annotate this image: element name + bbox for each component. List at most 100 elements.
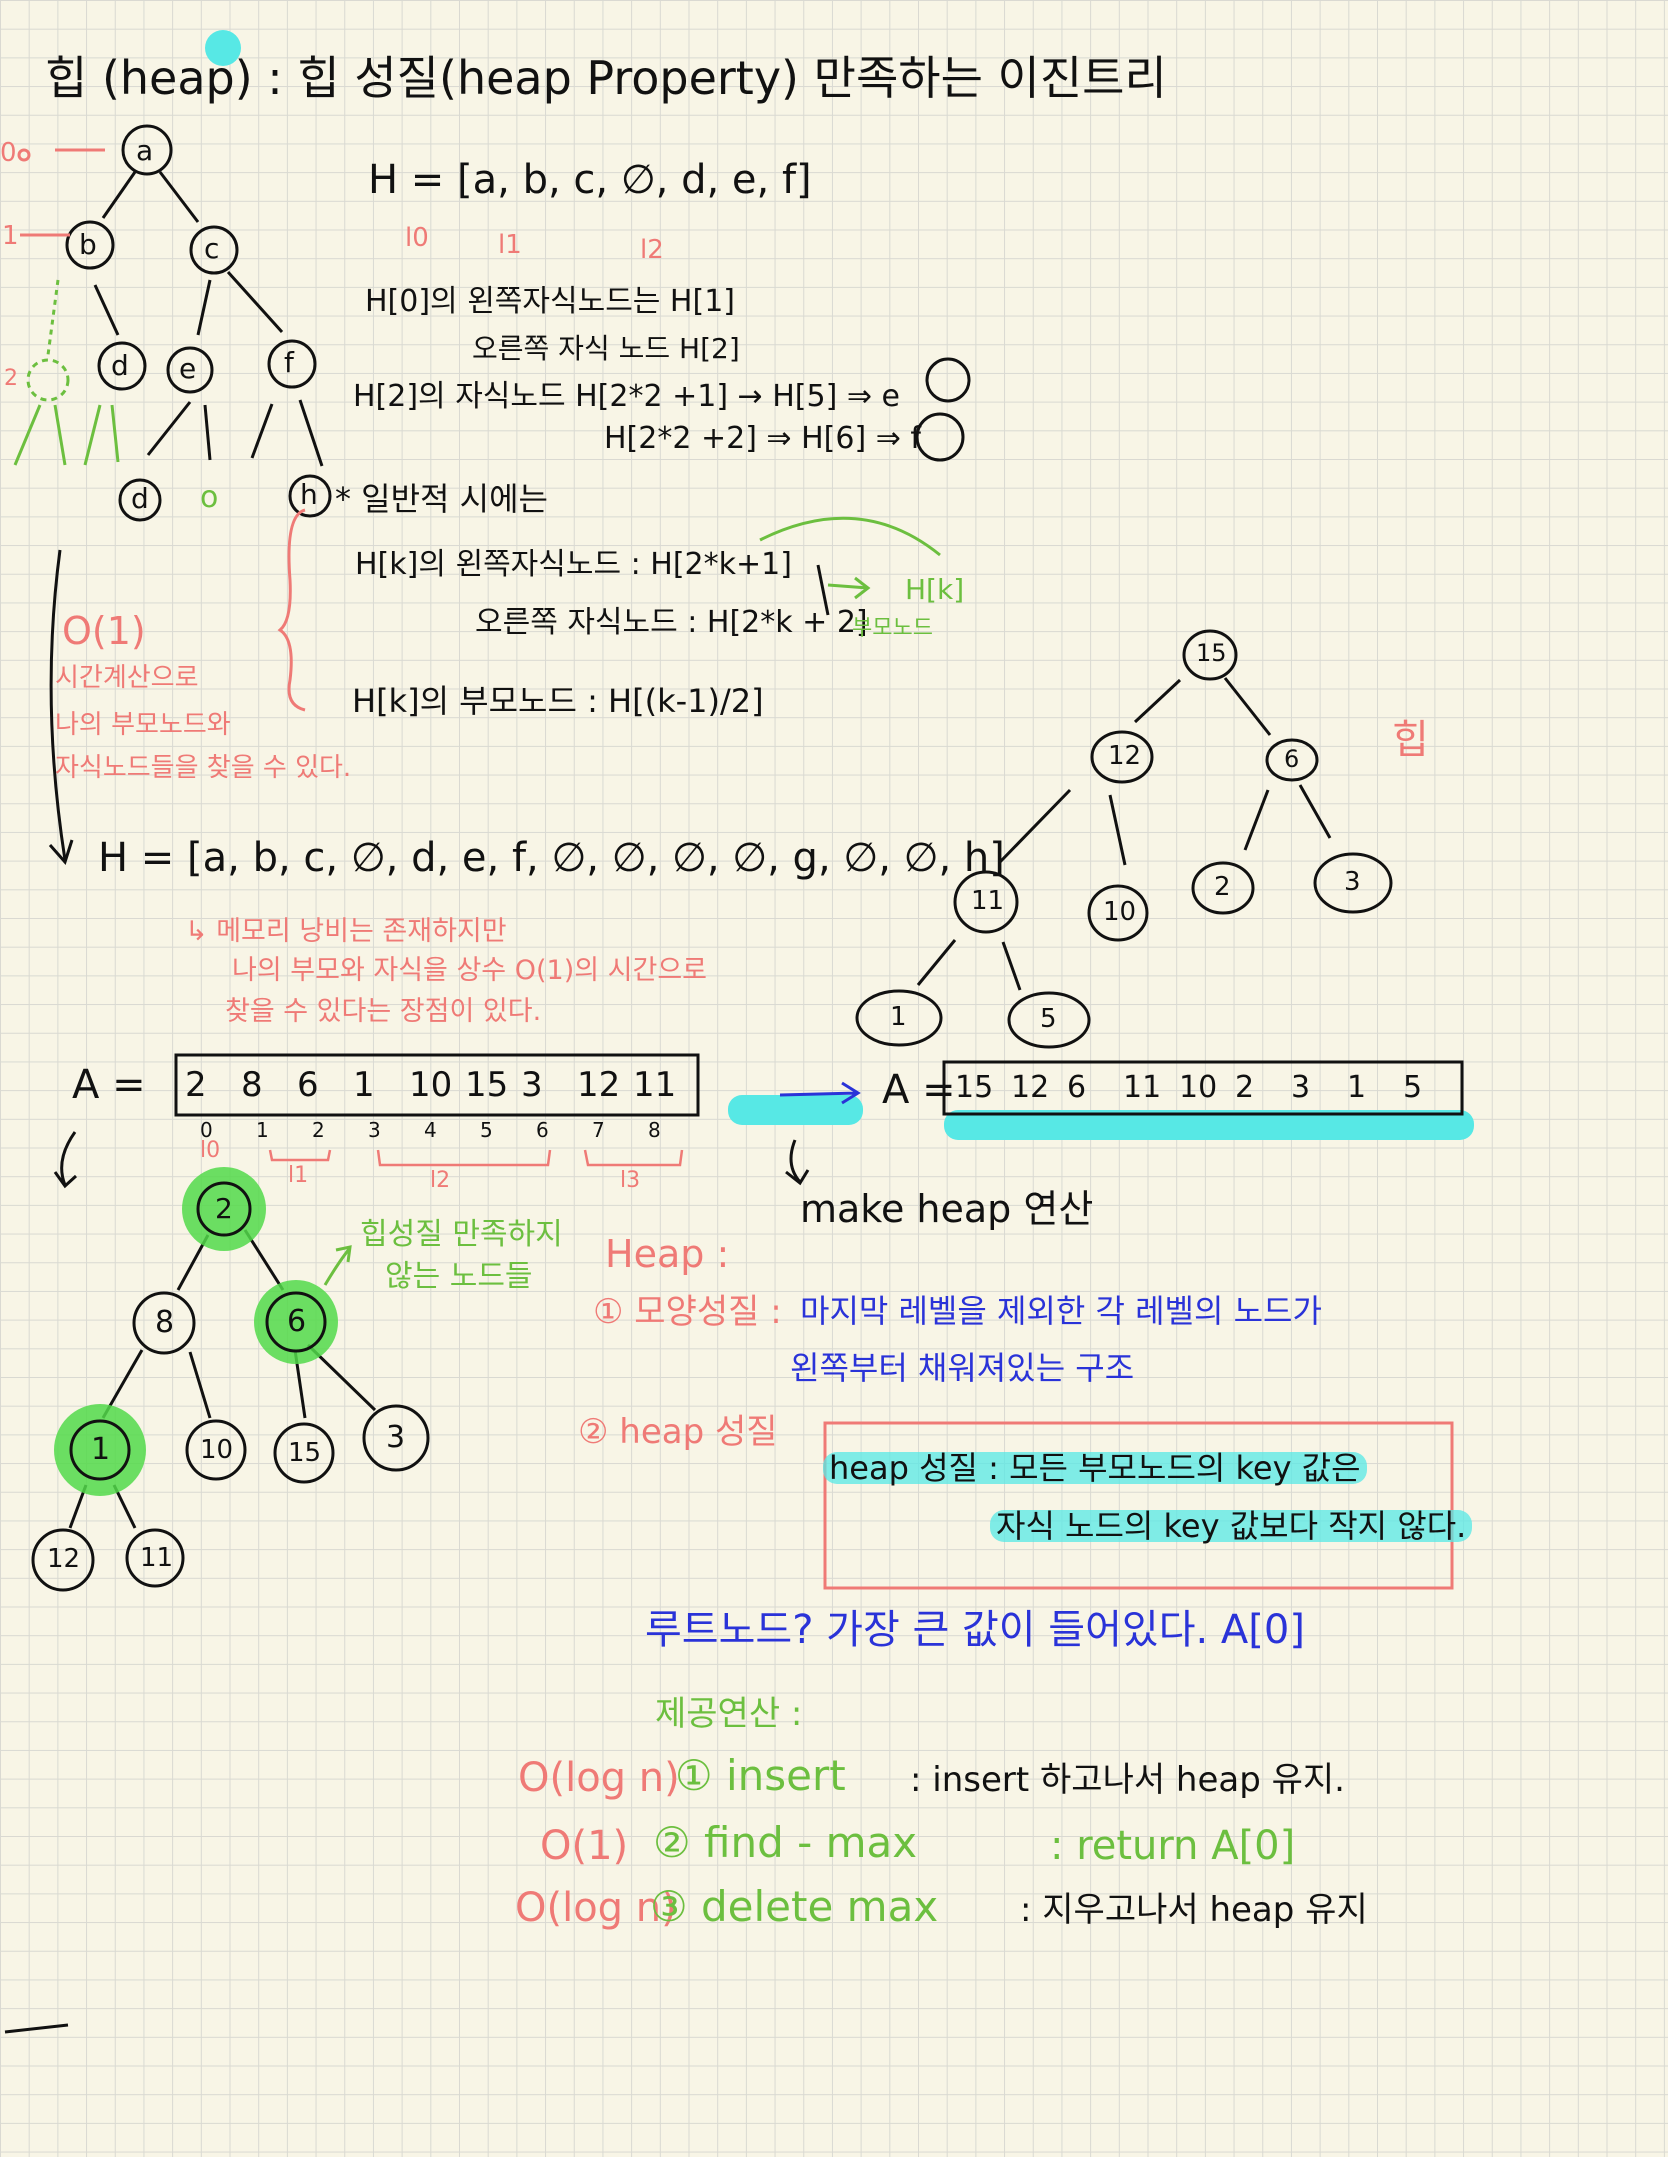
parent-label: 부모노드 bbox=[852, 616, 933, 641]
array-a-box bbox=[174, 1053, 700, 1117]
heap-array-highlight bbox=[944, 1110, 1474, 1140]
array-level-brackets bbox=[268, 1149, 684, 1167]
highlight-dot bbox=[205, 30, 241, 66]
array-a-index-3: 3 bbox=[368, 1118, 381, 1142]
array-a-index-2: 2 bbox=[312, 1118, 325, 1142]
memory-note-1: ↳ 메모리 낭비는 존재하지만 bbox=[185, 916, 507, 947]
level-mark-0: 0 bbox=[0, 138, 17, 168]
level-mark-2: 2 bbox=[4, 366, 18, 391]
h1-level-0: l0 bbox=[405, 223, 429, 253]
heap-tag: 힙 bbox=[1392, 717, 1429, 763]
heap-node-2: 2 bbox=[1214, 872, 1231, 902]
h1-level-1: l1 bbox=[498, 230, 522, 260]
tree1-node-e: e bbox=[179, 352, 197, 385]
heap-array-label: A = bbox=[882, 1067, 956, 1113]
heap-property-title: ② heap 성질 bbox=[578, 1412, 778, 1452]
heap-node-5: 5 bbox=[1040, 1004, 1057, 1034]
formula-parent: H[k]의 부모노드 : H[(k-1)/2] bbox=[352, 682, 764, 720]
tree-a-node-12: 12 bbox=[47, 1544, 81, 1574]
root-note: 루트노드? 가장 큰 값이 들어있다. A[0] bbox=[645, 1607, 1305, 1653]
formula-brace bbox=[277, 508, 306, 712]
array-h2: H = [a, b, c, ∅, d, e, f, ∅, ∅, ∅, ∅, g,… bbox=[98, 835, 1005, 881]
op3-complexity: O(log n) bbox=[515, 1885, 677, 1931]
heap-node-11: 11 bbox=[971, 886, 1005, 916]
heap-tree-nodes bbox=[855, 629, 1393, 1049]
heap-node-6: 6 bbox=[1284, 745, 1300, 773]
tree-a-node-2: 2 bbox=[215, 1192, 233, 1225]
heap-array-cell-7: 1 bbox=[1347, 1070, 1367, 1105]
heap-array-cell-1: 12 bbox=[1011, 1070, 1050, 1105]
array-a-level-1: l1 bbox=[288, 1163, 309, 1188]
tree-a-nodes bbox=[31, 1181, 430, 1592]
op2-complexity: O(1) bbox=[540, 1823, 629, 1869]
shape-property-line1: 마지막 레벨을 제외한 각 레벨의 노드가 bbox=[800, 1292, 1322, 1330]
tree-a-node-1: 1 bbox=[91, 1432, 111, 1467]
tree1-nodes bbox=[65, 124, 971, 522]
heap-header: Heap : bbox=[605, 1232, 730, 1276]
tree1-node-f: f bbox=[284, 346, 294, 379]
op1-name: ① insert bbox=[675, 1751, 846, 1800]
op2-name: ② find - max bbox=[653, 1818, 918, 1867]
op3-name: ③ delete max bbox=[650, 1882, 939, 1931]
heap-array-cell-0: 15 bbox=[955, 1070, 994, 1105]
op1-complexity: O(log n) bbox=[518, 1755, 680, 1801]
level-markers bbox=[17, 148, 105, 237]
tree1-node-c: c bbox=[204, 232, 220, 265]
shape-property-line2: 왼쪽부터 채워져있는 구조 bbox=[790, 1349, 1135, 1387]
array-a-cell-6: 3 bbox=[521, 1065, 543, 1105]
parent-target: H[k] bbox=[905, 573, 965, 606]
o1-line3: 자식노드들을 찾을 수 있다. bbox=[55, 753, 352, 783]
array-a-level-3: l3 bbox=[620, 1168, 641, 1193]
formula-header: * 일반적 시에는 bbox=[335, 480, 548, 518]
o1-line2: 나의 부모노드와 bbox=[55, 710, 231, 740]
heap-node-1: 1 bbox=[890, 1002, 907, 1032]
heap-node-12: 12 bbox=[1108, 741, 1142, 771]
level-mark-1: 1 bbox=[2, 221, 19, 251]
formula-right-child: 오른쪽 자식노드 : H[2*k + 2] bbox=[475, 605, 868, 640]
heap-node-10: 10 bbox=[1103, 897, 1137, 927]
array-h1: H = [a, b, c, ∅, d, e, f] bbox=[368, 157, 812, 203]
op2-desc: : return A[0] bbox=[1050, 1823, 1296, 1869]
array-a-cell-4: 10 bbox=[409, 1065, 453, 1105]
op3-desc: : 지우고나서 heap 유지 bbox=[1020, 1890, 1368, 1930]
array-a-cell-5: 15 bbox=[465, 1065, 509, 1105]
array-a-cell-8: 11 bbox=[633, 1065, 677, 1105]
heap-property-line2: 자식 노드의 key 값보다 작지 않다. bbox=[990, 1510, 1473, 1542]
page-title: 힙 (heap) : 힙 성질(heap Property) 만족하는 이진트리 bbox=[45, 51, 1167, 105]
ops-header: 제공연산 : bbox=[655, 1694, 803, 1734]
heap-property-box bbox=[823, 1421, 1454, 1590]
array-a-index-1: 1 bbox=[256, 1118, 269, 1142]
tree1-node-b: b bbox=[79, 228, 97, 261]
array-a-index-8: 8 bbox=[648, 1118, 661, 1142]
tree1-node-a: a bbox=[136, 134, 154, 167]
heap-array-box bbox=[942, 1060, 1464, 1116]
array-a-index-7: 7 bbox=[592, 1118, 605, 1142]
shape-property-title: ① 모양성질 : bbox=[593, 1292, 782, 1332]
tree-a-node-6: 6 bbox=[287, 1304, 307, 1339]
array-a-index-6: 6 bbox=[536, 1118, 549, 1142]
tree-a-node-8: 8 bbox=[155, 1305, 175, 1340]
tree1-empty-edges bbox=[13, 279, 120, 466]
heap-array-cell-8: 5 bbox=[1403, 1070, 1423, 1105]
index-note-3: H[2]의 자식노드 H[2*2 +1] → H[5] ⇒ e bbox=[353, 379, 900, 414]
tree-a-node-11: 11 bbox=[140, 1543, 174, 1573]
array-a-cell-7: 12 bbox=[577, 1065, 621, 1105]
heap-array-cell-6: 3 bbox=[1291, 1070, 1311, 1105]
tree-a-node-10: 10 bbox=[200, 1435, 234, 1465]
tree1-node-o: o bbox=[200, 480, 219, 515]
heap-array-cell-5: 2 bbox=[1235, 1070, 1255, 1105]
array-a-level-2: l2 bbox=[430, 1168, 451, 1193]
down-arrow bbox=[49, 549, 67, 861]
heap-tree-edges bbox=[916, 677, 1332, 991]
index-note-4: H[2*2 +2] ⇒ H[6] ⇒ f bbox=[604, 421, 921, 456]
o1-label: O(1) bbox=[62, 609, 146, 653]
array-a-label: A = bbox=[72, 1062, 146, 1108]
memory-note-3: 찾을 수 있다는 장점이 있다. bbox=[225, 996, 542, 1027]
h1-level-2: l2 bbox=[640, 235, 664, 265]
index-note-2: 오른쪽 자식 노드 H[2] bbox=[472, 332, 740, 365]
array-a-index-5: 5 bbox=[480, 1118, 493, 1142]
array-a-index-4: 4 bbox=[424, 1118, 437, 1142]
leaf-note-2: 않는 노드들 bbox=[385, 1259, 533, 1294]
